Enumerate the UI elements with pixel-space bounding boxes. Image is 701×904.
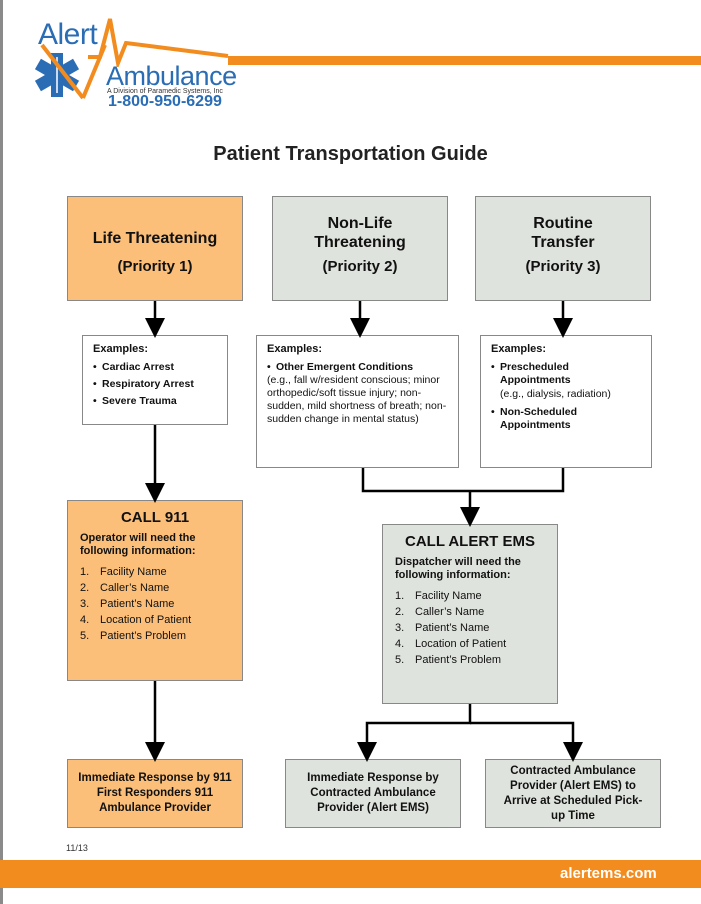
life-threatening-label: Life Threatening: [92, 230, 218, 247]
list-item: Other Emergent Conditions: [267, 361, 448, 373]
logo-subtitle: A Division of Paramedic Systems, Inc: [107, 88, 223, 95]
response-alert-ems-text: Immediate Response by Contracted Ambulan…: [307, 772, 439, 814]
list-item: Severe Trauma: [93, 395, 217, 407]
response-911-text: Immediate Response by 911 First Responde…: [78, 772, 232, 814]
routine-transfer-label: Routine Transfer: [531, 215, 595, 251]
logo-pulse-line: [88, 18, 229, 67]
list-item: Non-Scheduled Appointments: [491, 406, 641, 432]
routine-transfer-box: Routine Transfer (Priority 3): [475, 196, 651, 301]
arrow-call-ems-to-immediate: [357, 704, 472, 762]
logo-word-ambulance: Ambulance: [106, 61, 237, 91]
call-alert-ems-title: CALL ALERT EMS: [405, 533, 535, 550]
revision-date: 11/13: [66, 843, 88, 853]
life-examples-box: Examples: Cardiac Arrest Respiratory Arr…: [82, 335, 228, 425]
response-scheduled-box: Contracted Ambulance Provider (Alert EMS…: [485, 759, 661, 828]
examples-heading: Examples:: [93, 343, 149, 355]
list-item: Prescheduled Appointments: [491, 361, 641, 387]
response-911-box: Immediate Response by 911 First Responde…: [67, 759, 243, 828]
list-item: 1.Facility Name: [395, 590, 482, 602]
logo-phone: 1-800-950-6299: [108, 93, 222, 110]
call-911-title: CALL 911: [120, 509, 190, 526]
routine-example-detail: (e.g., dialysis, radiation): [500, 388, 611, 400]
routine-examples-box: Examples: Prescheduled Appointments (e.g…: [480, 335, 652, 468]
priority-3-label: (Priority 3): [525, 258, 601, 275]
list-item: Respiratory Arrest: [93, 378, 217, 390]
list-item: 4.Location of Patient: [395, 638, 507, 650]
call-911-subtitle: Operator will need the following informa…: [80, 532, 196, 557]
response-alert-ems-box: Immediate Response by Contracted Ambulan…: [285, 759, 461, 828]
header-orange-bar: [228, 56, 701, 65]
list-item: 3.Patient’s Name: [395, 622, 490, 634]
list-item: 2.Caller’s Name: [395, 606, 485, 618]
merge-line-examples: [361, 468, 565, 493]
non-life-threatening-label: Non-Life Threatening: [314, 215, 406, 251]
footer-orange-bar: [0, 860, 701, 888]
list-item: 5.Patient’s Problem: [395, 654, 502, 666]
list-item: 4.Location of Patient: [80, 614, 192, 626]
list-item: 5.Patient’s Problem: [80, 630, 187, 642]
priority-2-label: (Priority 2): [322, 258, 398, 275]
footer-website: alertems.com: [560, 865, 657, 882]
list-item: 1.Facility Name: [80, 566, 167, 578]
call-alert-ems-box: CALL ALERT EMS Dispatcher will need the …: [382, 524, 558, 704]
page-title: Patient Transportation Guide: [213, 143, 488, 165]
priority-1-label: (Priority 1): [117, 258, 193, 275]
left-edge-rule: [0, 0, 3, 904]
nonlife-examples-box: Examples: Other Emergent Conditions (e.g…: [256, 335, 459, 468]
list-item: 2.Caller’s Name: [80, 582, 170, 594]
life-threatening-box: Life Threatening (Priority 1): [67, 196, 243, 301]
call-alert-ems-subtitle: Dispatcher will need the following infor…: [395, 556, 521, 581]
response-scheduled-text: Contracted Ambulance Provider (Alert EMS…: [503, 764, 643, 822]
call-911-box: CALL 911 Operator will need the followin…: [67, 500, 243, 681]
examples-heading: Examples:: [491, 343, 547, 355]
list-item: 3.Patient’s Name: [80, 598, 175, 610]
arrow-call-ems-to-scheduled: [470, 721, 583, 762]
list-item: Cardiac Arrest: [93, 361, 217, 373]
non-life-threatening-box: Non-Life Threatening (Priority 2): [272, 196, 448, 301]
examples-heading: Examples:: [267, 343, 323, 355]
nonlife-example-detail: (e.g., fall w/resident conscious; minor …: [267, 374, 447, 425]
logo-word-alert: Alert: [38, 18, 98, 51]
star-of-life-icon: [35, 43, 107, 100]
